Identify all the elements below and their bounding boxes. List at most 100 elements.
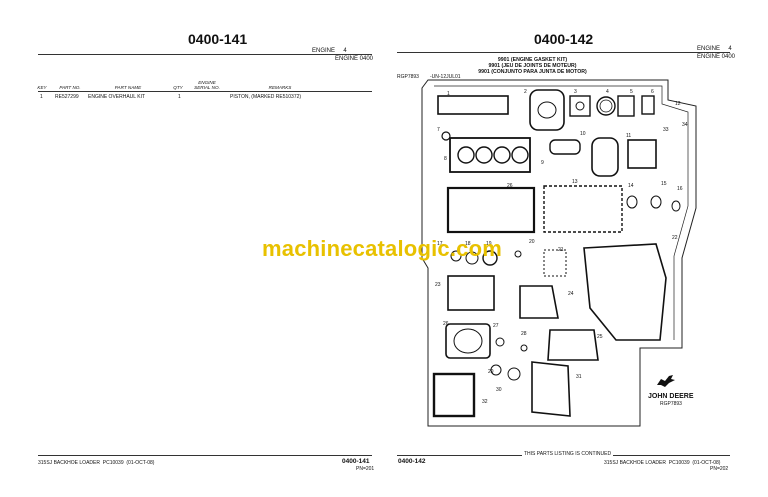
right-section-label: ENGINE 4 [697,46,732,52]
continued-note: THIS PARTS LISTING IS CONTINUED [522,451,614,457]
gasket-6 [641,95,655,115]
gasket-25b [547,329,599,361]
head-gasket-8 [449,137,531,173]
brand-code: RGP7893 [660,401,682,407]
diagram-inner-frame [434,85,689,340]
oring-28 [520,344,528,352]
gasket-2 [529,89,565,131]
row-qty: 1 [178,94,181,100]
gasket-kit-diagram [421,79,697,427]
callout-26b: 26 [443,321,449,327]
oring-7 [441,131,451,141]
oring-15 [650,195,662,209]
callout-1: 1 [447,91,450,97]
diagram-frame [421,79,697,427]
right-footer-sub: PN=202 [710,466,729,472]
callout-22: 22 [672,235,678,241]
right-footer-info: 315SJ BACKHOE LOADER PC10039 (01-OCT-08) [604,460,721,466]
callout-9: 9 [541,160,544,166]
callout-23: 23 [435,282,441,288]
callout-26: 26 [507,183,513,189]
seal-4 [596,96,616,116]
left-footer-info: 315SJ BACKHOE LOADER PC10039 (01-OCT-08) [38,460,155,466]
seal-4-inner [599,99,613,113]
callout-5: 5 [630,89,633,95]
gasket-23 [447,275,495,311]
gasket-13 [543,185,623,233]
col-part-name: PART NAME [114,85,142,90]
gasket-9 [549,139,581,155]
callout-10: 10 [580,131,586,137]
deer-shape [657,375,675,387]
callout-7: 7 [437,127,440,133]
right-footer-page: 0400-142 [398,458,426,465]
callout-21: 21 [558,247,564,253]
callout-13: 13 [572,179,578,185]
callout-15: 15 [661,181,667,187]
head-gasket-bore-4 [511,146,529,164]
left-footer-sub: PN=201 [356,466,375,472]
gasket-3-hole [575,101,585,111]
figure-id: RGP7893 [397,74,419,80]
figure-ref: -UN-12JUL01 [430,74,461,80]
right-header-rule [397,52,730,53]
gasket-21 [543,249,567,277]
gasket-3 [569,95,591,117]
callout-29: 29 [488,369,494,375]
callout-25: 25 [597,334,603,340]
kit-title: 9901 (ENGINE GASKET KIT) 9901 (JEU DE JO… [478,57,587,75]
row-part-no: RE527299 [55,94,79,100]
callout-27: 27 [493,323,499,329]
callout-19: 19 [486,241,492,247]
oring-27 [495,337,505,347]
gasket-2-hole [537,101,557,119]
left-page-number: 0400-141 [188,31,248,47]
watermark-text: machinecatalogic.com [262,236,502,261]
callout-20: 20 [529,239,535,245]
row-remarks: PISTON, (MARKED RE510372) [230,94,302,100]
gasket-1 [437,95,509,115]
gasket-5 [617,95,635,117]
seal-19 [482,250,498,266]
gasket-31 [531,361,571,417]
row-key: 1 [40,94,43,100]
head-gasket-bore-3 [493,146,511,164]
right-page-number: 0400-142 [534,31,594,47]
callout-6: 6 [651,89,654,95]
gasket-24 [519,285,559,319]
callout-2: 2 [524,89,527,95]
callout-34: 34 [682,122,688,128]
brand-name: JOHN DEERE [648,393,694,400]
callout-16: 16 [677,186,683,192]
row-part-name: ENGINE OVERHAUL KIT [88,94,146,100]
gasket-32 [432,372,476,418]
callout-30: 30 [496,387,502,393]
oring-14 [626,195,638,209]
callout-24: 24 [568,291,574,297]
col-qty: QTY [173,85,183,90]
oring-17 [450,250,462,262]
oring-29 [490,364,502,376]
left-section-label: ENGINE 4 [312,48,347,54]
left-table-rule [38,91,372,92]
head-gasket-bore-1 [457,146,475,164]
gasket-26 [445,323,491,359]
col-part-no: PART NO. [59,85,81,90]
callout-31: 31 [576,374,582,380]
oring-16 [671,200,681,212]
col-remarks: REMARKS [268,85,292,90]
gasket-26-hole [453,328,483,354]
callout-4: 4 [606,89,609,95]
oring-30 [507,367,521,381]
head-gasket-bore-2 [475,146,493,164]
left-footer-rule [38,455,372,456]
gasket-10 [591,137,619,177]
oring-18 [465,251,479,265]
col-engine-serial: ENGINE SERIAL NO. [194,80,220,90]
left-footer-page: 0400-141 [342,458,370,465]
callout-3: 3 [574,89,577,95]
callout-11: 11 [626,133,632,139]
left-subtitle: ENGINE 0400 [335,56,374,62]
callout-8: 8 [444,156,447,162]
left-header-rule [38,54,372,55]
